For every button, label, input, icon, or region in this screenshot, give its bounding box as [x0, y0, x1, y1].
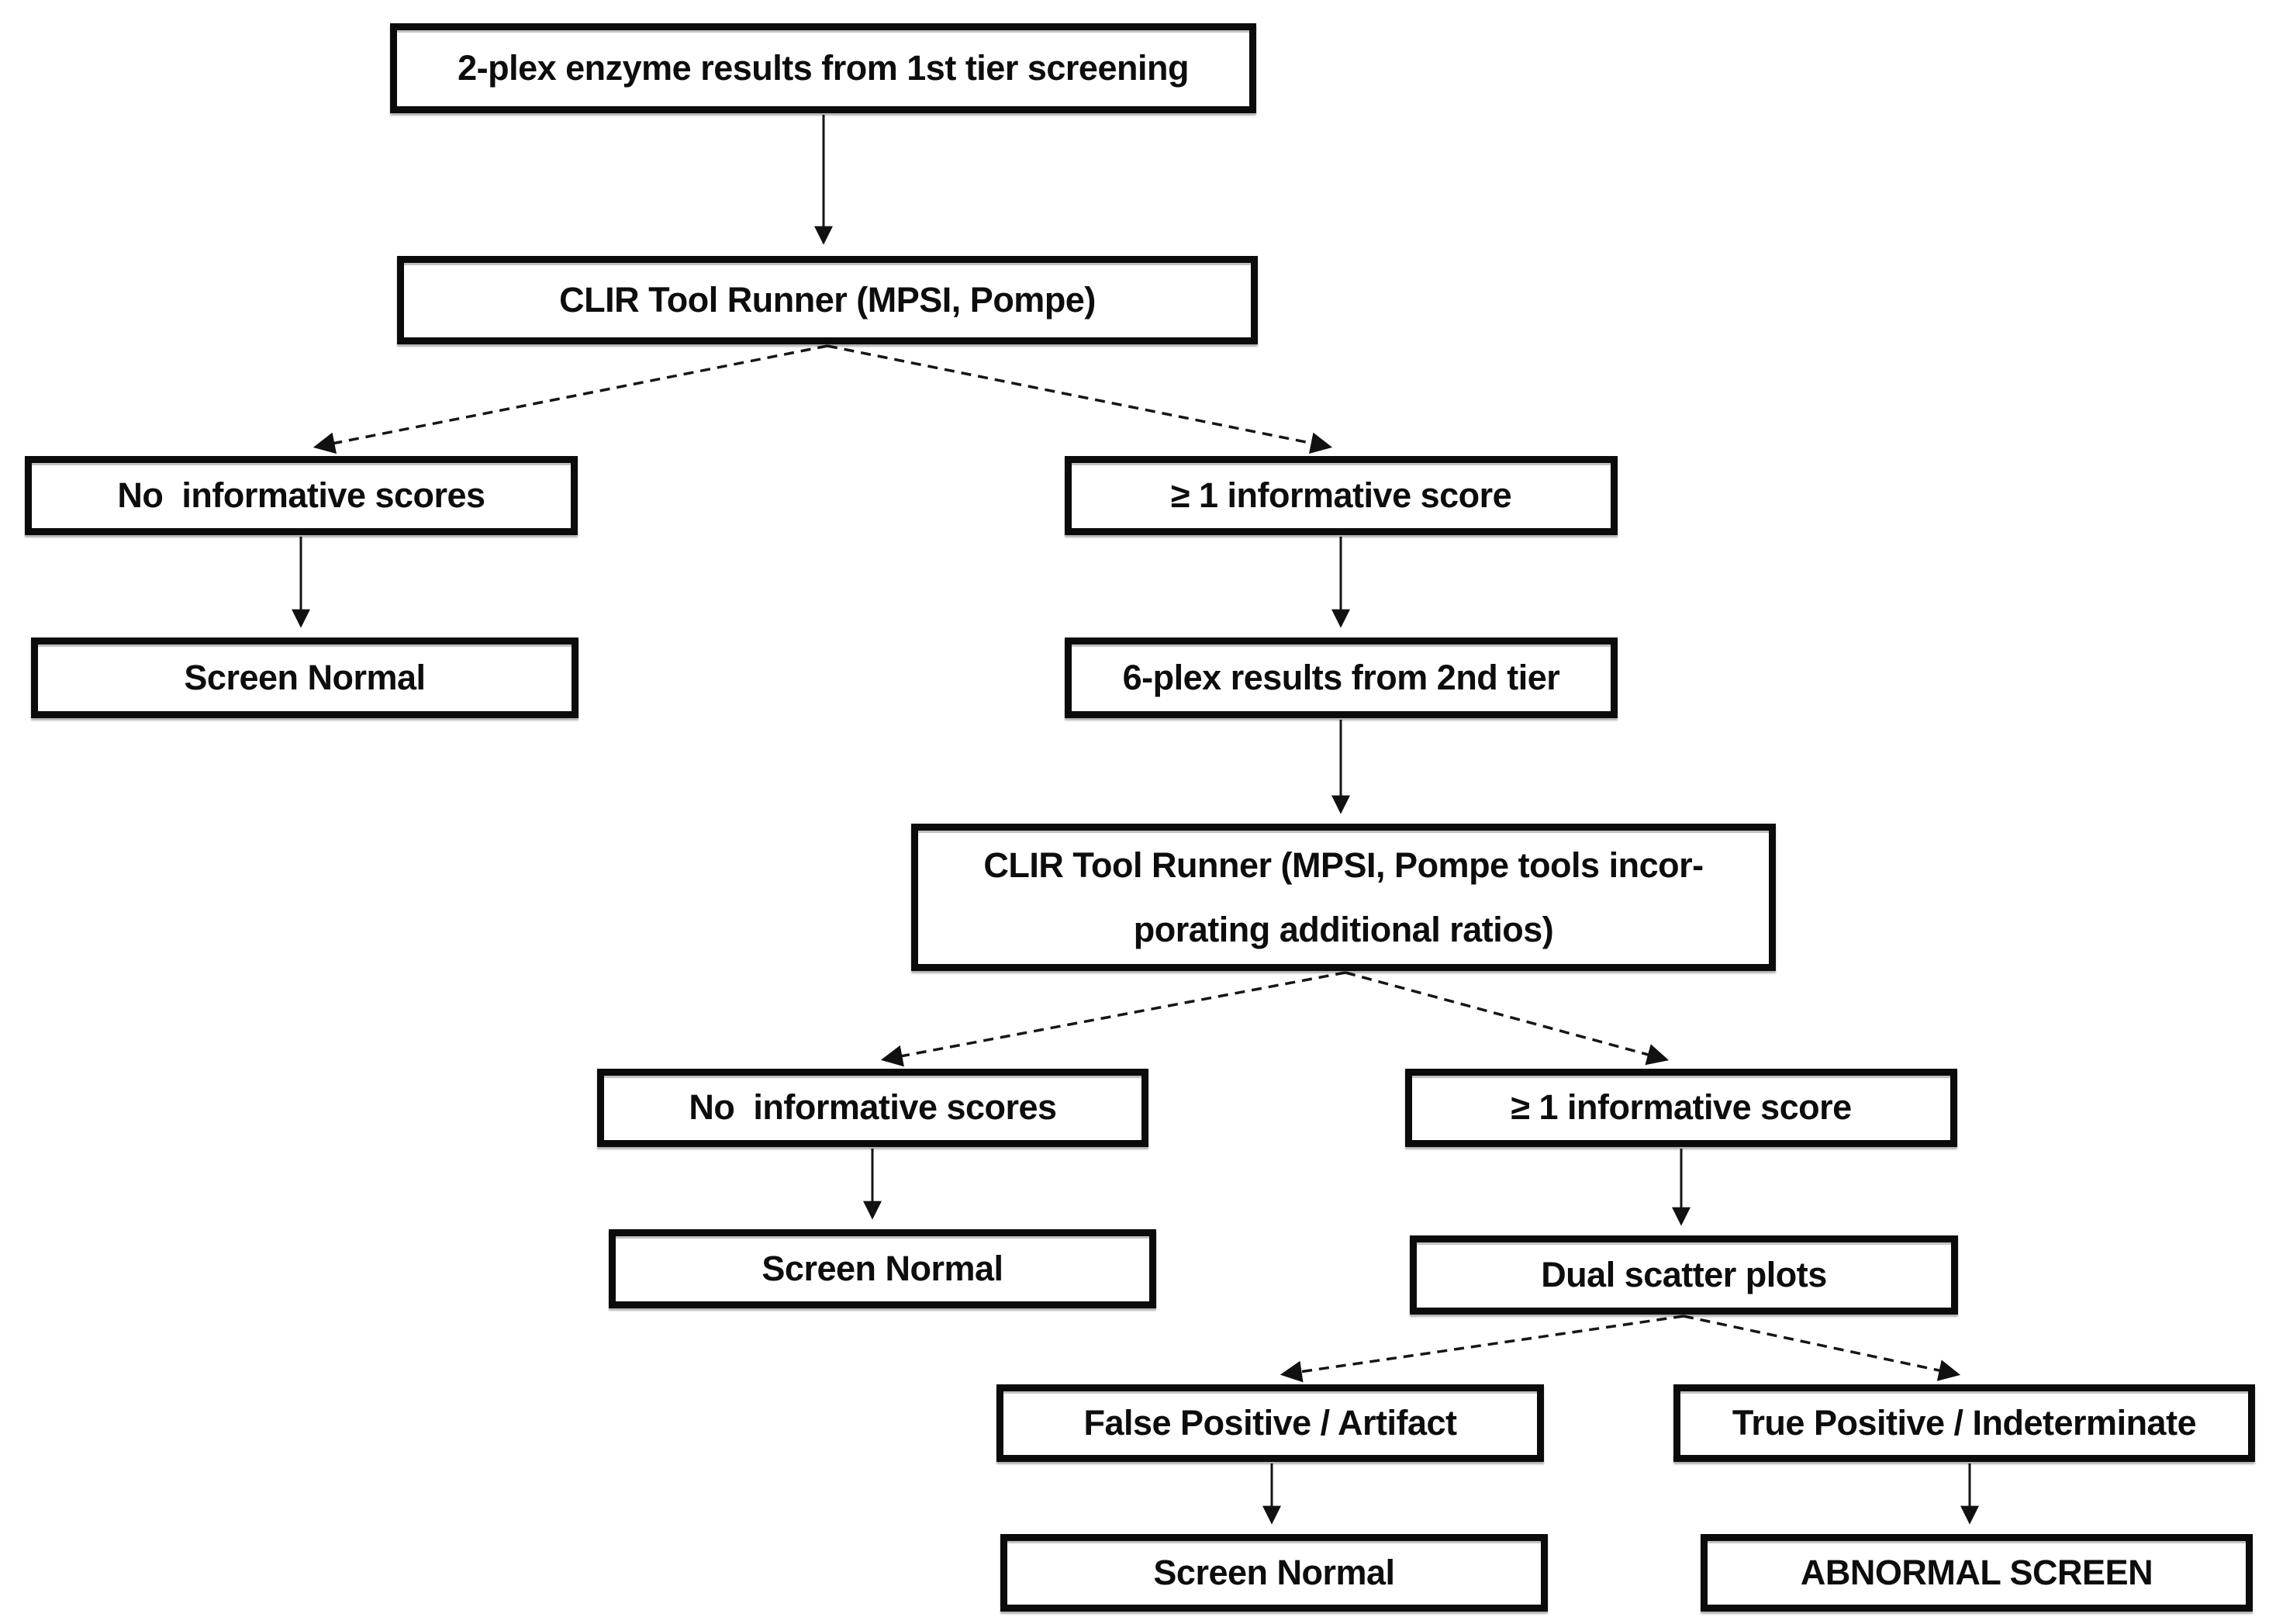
arrow-clir1-to-informative-1: [827, 344, 1333, 454]
arrow-dual-scatter-to-false-positive: [1280, 1315, 1684, 1383]
node-label: ≥ 1 informative score: [1511, 1087, 1852, 1128]
node-clir-tool-runner-1: CLIR Tool Runner (MPSI, Pompe): [397, 256, 1258, 344]
arrow-clir2-to-informative-2: [1345, 971, 1670, 1066]
node-6plex-results-2nd-tier: 6-plex results from 2nd tier: [1065, 638, 1618, 718]
arrow-dual-scatter-to-true-positive: [1683, 1315, 1961, 1381]
node-label: No informative scores: [117, 475, 485, 515]
node-label: CLIR Tool Runner (MPSI, Pompe): [559, 279, 1096, 320]
node-2plex-enzyme-results: 2-plex enzyme results from 1st tier scre…: [390, 23, 1256, 113]
node-label: ABNORMAL SCREEN: [1800, 1552, 2153, 1592]
node-label: True Positive / Indeterminate: [1732, 1402, 2197, 1443]
node-no-informative-scores-2: No informative scores: [597, 1069, 1148, 1147]
node-label: 6-plex results from 2nd tier: [1122, 657, 1560, 697]
node-label: Dual scatter plots: [1541, 1254, 1827, 1294]
node-clir-tool-runner-2: CLIR Tool Runner (MPSI, Pompe tools inco…: [911, 824, 1776, 971]
node-label: Screen Normal: [184, 657, 426, 697]
node-label: 2-plex enzyme results from 1st tier scre…: [458, 47, 1189, 88]
node-label: CLIR Tool Runner (MPSI, Pompe tools inco…: [983, 845, 1704, 949]
node-label: ≥ 1 informative score: [1170, 475, 1512, 515]
node-false-positive-artifact: False Positive / Artifact: [996, 1384, 1544, 1462]
node-screen-normal-2: Screen Normal: [609, 1229, 1156, 1308]
node-label: False Positive / Artifact: [1083, 1402, 1457, 1443]
node-true-positive-indeterminate: True Positive / Indeterminate: [1673, 1384, 2255, 1462]
node-dual-scatter-plots: Dual scatter plots: [1410, 1235, 1958, 1315]
arrow-clir1-to-no-informative-1: [313, 344, 828, 454]
node-label: Screen Normal: [762, 1248, 1003, 1288]
node-screen-normal-1: Screen Normal: [31, 638, 578, 718]
node-screen-normal-3: Screen Normal: [1000, 1534, 1548, 1612]
node-informative-score-1: ≥ 1 informative score: [1065, 456, 1618, 535]
node-label: No informative scores: [689, 1087, 1057, 1128]
node-informative-score-2: ≥ 1 informative score: [1405, 1069, 1957, 1147]
arrow-clir2-to-no-informative-2: [880, 971, 1346, 1067]
node-no-informative-scores-1: No informative scores: [25, 456, 578, 535]
node-label: Screen Normal: [1153, 1552, 1395, 1592]
node-abnormal-screen: ABNORMAL SCREEN: [1701, 1534, 2253, 1612]
